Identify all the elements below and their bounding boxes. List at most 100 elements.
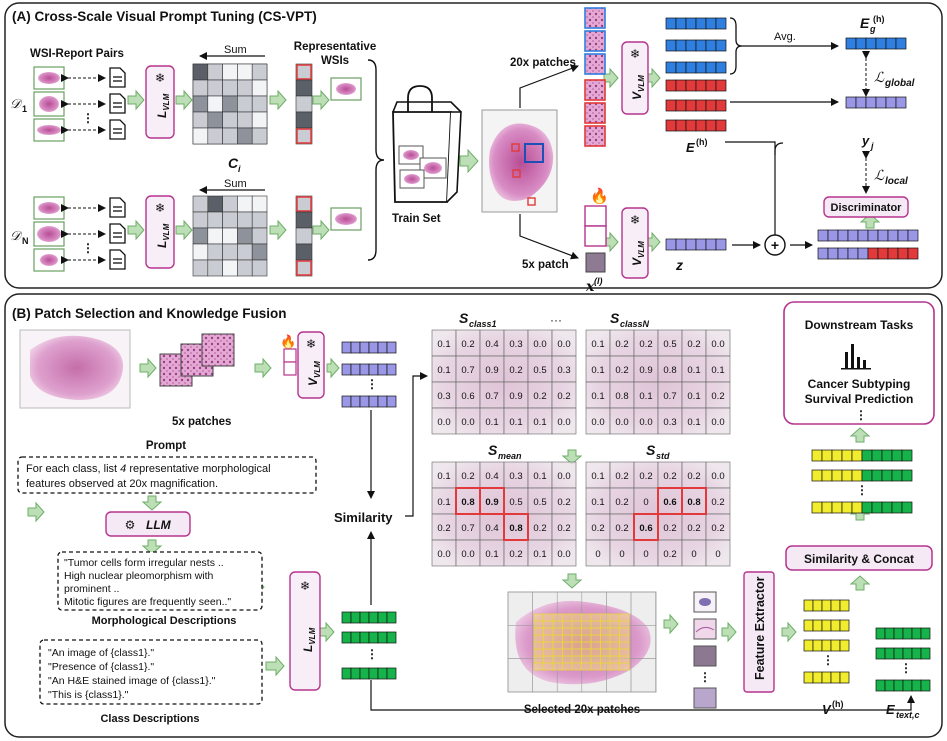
embedding-cell xyxy=(821,449,833,462)
selected-patch xyxy=(581,613,592,622)
embedding-cell xyxy=(839,639,850,652)
selected-patch xyxy=(609,648,620,657)
selected-patch xyxy=(609,620,620,629)
grid-value: 0.1 xyxy=(485,417,498,428)
grid-cell xyxy=(609,355,635,383)
matrix-cell xyxy=(237,211,253,229)
selected-patch xyxy=(590,662,601,671)
selected-patch xyxy=(562,620,573,629)
grid-cell xyxy=(657,539,683,567)
d1-label: 𝒟 1 xyxy=(10,97,27,114)
grid-value: 0 xyxy=(715,549,720,560)
fused-embedding xyxy=(811,469,913,482)
grid-value: 0.2 xyxy=(687,339,700,350)
embedding-cell xyxy=(893,679,904,692)
snowflake-icon: ❄ xyxy=(155,201,165,215)
grid-value: 0.2 xyxy=(437,523,450,534)
grid-cell xyxy=(551,487,577,515)
report-icons-bottom xyxy=(109,197,126,270)
column-cell xyxy=(295,79,313,97)
selected-patch xyxy=(609,627,620,636)
grid-value: 0.2 xyxy=(663,523,676,534)
grid-value: 0.2 xyxy=(639,471,652,482)
embedding-cell xyxy=(812,599,823,612)
grid-value: 0.2 xyxy=(533,391,546,402)
morph-descriptions-label: Morphological Descriptions xyxy=(92,615,237,627)
discriminator-label: Discriminator xyxy=(831,202,903,214)
matrix-cell xyxy=(222,127,238,145)
selected-patch xyxy=(533,641,544,650)
embedding-cell xyxy=(875,627,886,640)
embedding-cell xyxy=(665,79,677,92)
selected-patch xyxy=(552,641,563,650)
grid-value: 0.3 xyxy=(509,339,522,350)
embedding-cell xyxy=(839,619,850,632)
matrix-cell xyxy=(237,63,253,81)
grid-value: 0.1 xyxy=(591,339,604,350)
survival-prediction-label: Survival Prediction xyxy=(805,392,914,406)
matrix-cell xyxy=(222,63,238,81)
svg-text:local: local xyxy=(885,176,908,187)
grid-value: 0.1 xyxy=(437,339,450,350)
grid-value: 0.4 xyxy=(485,339,498,350)
grid-value: 0.1 xyxy=(591,391,604,402)
matrix-cell xyxy=(207,63,223,81)
patches-20x-label: 20x patches xyxy=(510,57,576,69)
grid-value: 0.2 xyxy=(615,339,628,350)
embedding-cell xyxy=(715,39,727,52)
ci-label: C i xyxy=(228,155,241,174)
embedding-cell xyxy=(845,37,857,50)
lvlm-encoder-bottom: ❄ LVLM xyxy=(145,195,175,269)
green-arrow-class-to-lvlm xyxy=(265,655,285,677)
class-line: "Presence of {class1}." xyxy=(48,661,154,673)
selected-patch xyxy=(571,620,582,629)
selected-patch xyxy=(543,620,554,629)
thumb-dots: ⋮ xyxy=(699,670,711,684)
selected-patch xyxy=(590,620,601,629)
embedding-cell xyxy=(911,679,922,692)
grid-cell xyxy=(633,381,659,409)
selected-patch xyxy=(562,634,573,643)
embedding-cell xyxy=(359,341,370,354)
embedding-cell xyxy=(861,449,873,462)
matrix-cell xyxy=(237,111,253,129)
embedding-cell xyxy=(350,631,361,644)
embedding-cell xyxy=(855,37,867,50)
concat-embedding-top xyxy=(817,229,919,242)
patches-5x-label: 5x patches xyxy=(172,416,231,428)
column-cell xyxy=(295,111,313,129)
matrix-cell xyxy=(237,127,253,145)
grid-value: 0.2 xyxy=(615,497,628,508)
matrix-cell xyxy=(207,79,223,97)
grid-value: 0.0 xyxy=(711,417,724,428)
embedding-cell xyxy=(821,501,833,514)
embedding-cell xyxy=(851,469,863,482)
matrix-cell xyxy=(222,243,238,261)
svg-text:Sum: Sum xyxy=(224,178,247,190)
feature-extractor-label: Feature Extractor xyxy=(753,576,767,680)
embedding-cell xyxy=(675,61,687,74)
matrix-cell xyxy=(207,195,223,213)
embedding-cell xyxy=(902,627,913,640)
embedding-cell xyxy=(685,17,697,30)
embedding-cell xyxy=(685,39,697,52)
group-brace xyxy=(367,59,385,261)
embedding-cell xyxy=(665,99,677,112)
grid-cell xyxy=(609,461,635,489)
grid-value: 0.9 xyxy=(485,365,498,376)
yj-label: y j xyxy=(861,133,874,151)
svg-text:VVLM: VVLM xyxy=(306,361,322,386)
embedding-cell xyxy=(875,96,887,109)
embedding-cell xyxy=(830,671,841,684)
vh-label: V (h) xyxy=(822,699,844,717)
embedding-cell xyxy=(847,229,859,242)
embedding-cell xyxy=(891,449,903,462)
embedding-cell xyxy=(377,631,388,644)
grid-value: 0.0 xyxy=(461,549,474,560)
svg-text:std: std xyxy=(656,451,670,461)
embedding-cell xyxy=(695,17,707,30)
selected-patch xyxy=(619,655,630,664)
embedding-cell xyxy=(377,667,388,680)
embedding-cell xyxy=(695,119,707,132)
